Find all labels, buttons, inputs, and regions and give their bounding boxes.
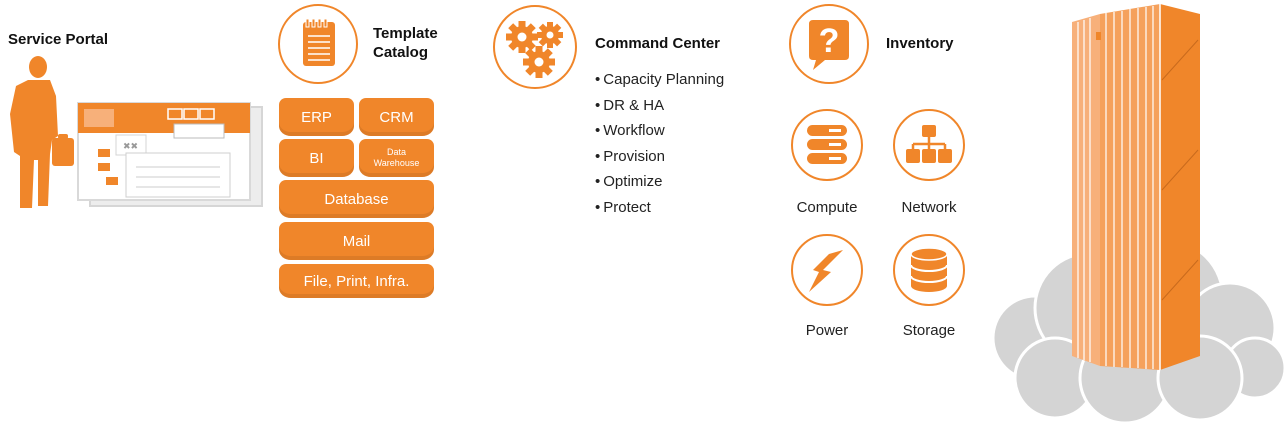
list-item: DR & HA — [595, 93, 724, 119]
server-rack-icon — [1072, 4, 1200, 370]
notepad-icon — [303, 18, 335, 66]
network-label: Network — [901, 199, 957, 216]
database-template[interactable]: Database — [279, 180, 434, 218]
question-bubble-icon: ? — [809, 20, 849, 70]
list-item: Capacity Planning — [595, 67, 724, 93]
storage-label: Storage — [902, 322, 956, 339]
compute-circle[interactable] — [791, 109, 863, 181]
data-warehouse-label-line2: Warehouse — [373, 158, 420, 168]
gears-icon — [506, 21, 563, 78]
svg-text:?: ? — [819, 22, 840, 60]
mail-template[interactable]: Mail — [279, 222, 434, 260]
template-catalog-circle — [278, 4, 358, 84]
list-item: Protect — [595, 195, 724, 221]
file-print-infra-template[interactable]: File, Print, Infra. — [279, 264, 434, 298]
crm-template[interactable]: CRM — [359, 98, 434, 136]
command-center-heading: Command Center — [595, 35, 721, 52]
inventory-heading: Inventory — [886, 35, 954, 52]
storage-circle[interactable] — [893, 234, 965, 306]
template-catalog-heading-line1: Template — [373, 25, 438, 42]
data-warehouse-label-line1: Data — [386, 147, 406, 157]
inventory-circle: ? — [789, 4, 869, 84]
erp-template[interactable]: ERP — [279, 98, 354, 136]
service-portal-heading: Service Portal — [8, 31, 109, 48]
list-item: Optimize — [595, 169, 724, 195]
businessman-icon — [10, 56, 74, 208]
svg-text:✖✖: ✖✖ — [123, 142, 138, 152]
list-item: Provision — [595, 144, 724, 170]
database-icon — [910, 247, 948, 292]
lightning-icon — [809, 250, 843, 292]
bi-template[interactable]: BI — [279, 139, 354, 177]
compute-label: Compute — [796, 199, 858, 216]
template-catalog-heading-line2: Catalog — [373, 44, 429, 61]
power-circle[interactable] — [791, 234, 863, 306]
power-label: Power — [805, 322, 849, 339]
server-stack-icon — [807, 125, 847, 164]
data-warehouse-template[interactable]: Data Warehouse — [359, 139, 434, 177]
network-circle[interactable] — [893, 109, 965, 181]
list-item: Workflow — [595, 118, 724, 144]
web-page-icon: ✖✖ — [77, 102, 263, 207]
network-hierarchy-icon — [906, 125, 952, 163]
command-center-list: Capacity Planning DR & HA Workflow Provi… — [595, 67, 724, 220]
command-center-circle — [493, 5, 577, 89]
